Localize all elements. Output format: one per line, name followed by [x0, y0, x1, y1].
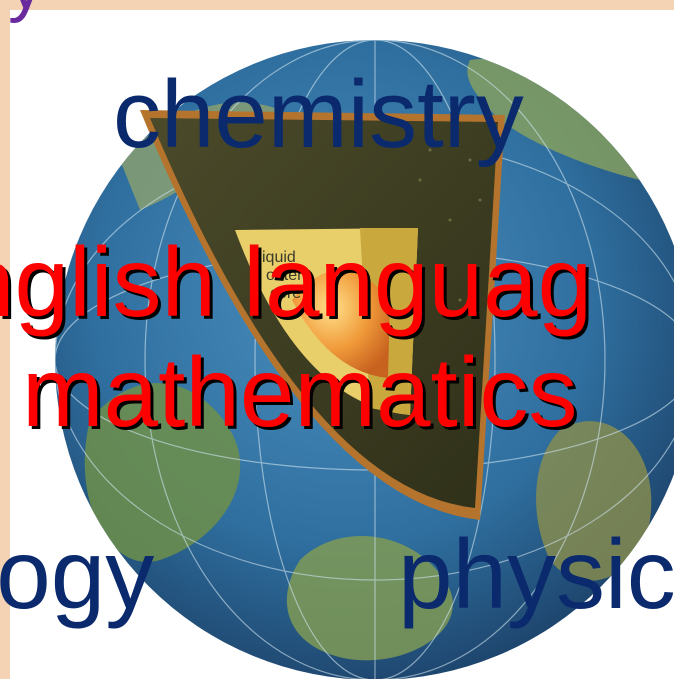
top-border	[0, 0, 674, 10]
grid-line	[254, 40, 496, 679]
subject-word-physics: physic	[398, 519, 674, 629]
continent-shape	[467, 58, 640, 180]
core-label: core	[270, 285, 301, 302]
subject-word-top: y	[8, 0, 44, 20]
inner-core	[292, 270, 390, 378]
subject-word-english: nglish languag	[0, 227, 593, 337]
core-label: iquid	[262, 249, 296, 266]
subject-word-biology: ology	[0, 519, 155, 629]
grid-line	[144, 40, 606, 679]
subject-word-chemistry: chemistry	[113, 61, 524, 168]
continent-shape	[286, 536, 453, 661]
left-border	[0, 0, 10, 679]
subject-word-mathematics: mathematics	[22, 337, 578, 447]
core-label: outer	[266, 267, 303, 284]
